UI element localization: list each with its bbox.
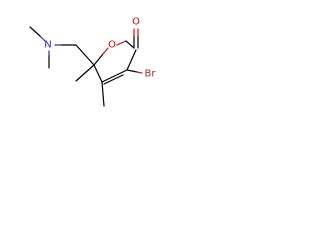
bond-ring-o-c2 bbox=[116, 40, 127, 46]
bond-c5-ring-o-b bbox=[102, 47, 109, 55]
carbonyl-oxygen-label: O bbox=[132, 17, 140, 28]
bond-c2-c3 bbox=[126, 49, 137, 71]
bromine-label: Br bbox=[145, 69, 157, 80]
bond-c3-c4-a bbox=[101, 69, 128, 83]
bond-c3-c4-b bbox=[103, 74, 124, 85]
bond-c3-br-a bbox=[126, 69, 138, 73]
bond-n-methyl-up-b bbox=[29, 26, 41, 37]
bond-c4-methyl bbox=[101, 81, 105, 107]
chemical-structure-diagram: O O Br N bbox=[29, 17, 157, 107]
bond-c3-br-b bbox=[136, 71, 143, 74]
nitrogen-label: N bbox=[44, 40, 51, 51]
bond-c5-methyl bbox=[75, 64, 95, 82]
ring-oxygen-label: O bbox=[108, 40, 116, 51]
bond-c4-c5 bbox=[93, 64, 103, 83]
bond-c5-ring-o-a bbox=[93, 53, 104, 66]
bond-ring-o-c2-b bbox=[125, 40, 135, 49]
bond-c5-ch2 bbox=[75, 44, 95, 66]
bond-n-methyl-up-a bbox=[39, 35, 46, 42]
